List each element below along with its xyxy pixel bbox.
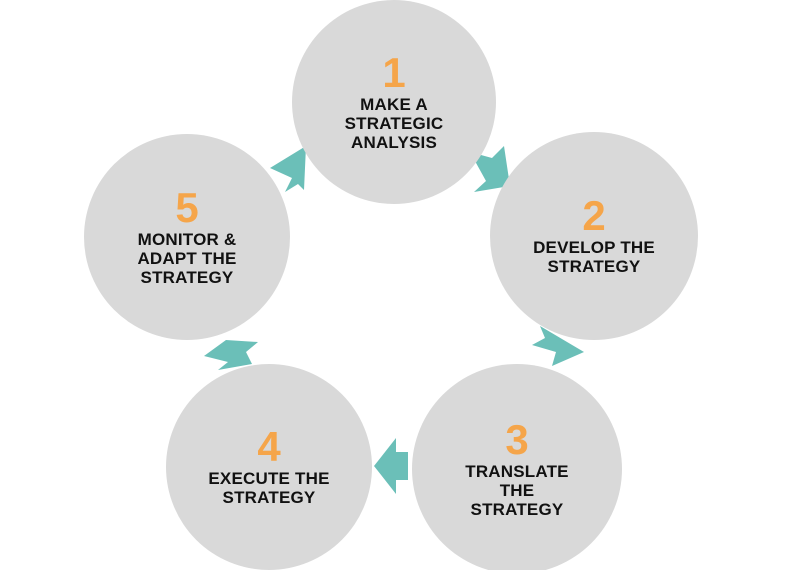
arrow-2-to-3 [532,326,584,366]
step-1-number: 1 [382,48,406,96]
arrow-3-to-4 [374,438,408,494]
step-4-label-line: STRATEGY [222,488,316,507]
step-2-label-line: STRATEGY [547,257,641,276]
step-4-circle: 4 EXECUTE THE STRATEGY [166,364,372,570]
step-4-label: EXECUTE THE STRATEGY [208,469,329,507]
arrow-4-to-5 [204,340,258,370]
step-5-label-line: MONITOR & [137,229,237,249]
arrow-1-to-2 [470,146,510,192]
step-5-label-line: ADAPT THE [137,248,237,268]
step-3-label-line: THE [499,480,535,500]
step-5-circle: 5 MONITOR & ADAPT THE STRATEGY [84,134,290,340]
step-5-number: 5 [175,183,199,231]
step-1-label-line: MAKE A [360,94,428,114]
step-2-label-line: DEVELOP THE [533,238,655,257]
arrow-5-to-1 [270,146,306,192]
step-3-label: TRANSLATE THE STRATEGY [465,462,568,519]
step-2-circle: 2 DEVELOP THE STRATEGY [490,132,698,340]
step-1-label-line: ANALYSIS [350,132,437,152]
step-2-number: 2 [582,192,606,239]
step-1-label-line: STRATEGIC [344,113,444,133]
step-4-number: 4 [257,423,281,470]
step-1-label: MAKE A STRATEGIC ANALYSIS [345,95,444,152]
step-2-label: DEVELOP THE STRATEGY [533,238,655,276]
step-3-circle: 3 TRANSLATE THE STRATEGY [412,364,622,570]
step-5-label: MONITOR & ADAPT THE STRATEGY [137,230,236,287]
step-4-label-line: EXECUTE THE [208,469,330,488]
step-3-label-line: TRANSLATE [465,461,569,481]
step-3-number: 3 [505,415,529,463]
step-1-circle: 1 MAKE A STRATEGIC ANALYSIS [292,0,496,204]
step-5-label-line: STRATEGY [140,267,234,287]
step-3-label-line: STRATEGY [470,499,564,519]
